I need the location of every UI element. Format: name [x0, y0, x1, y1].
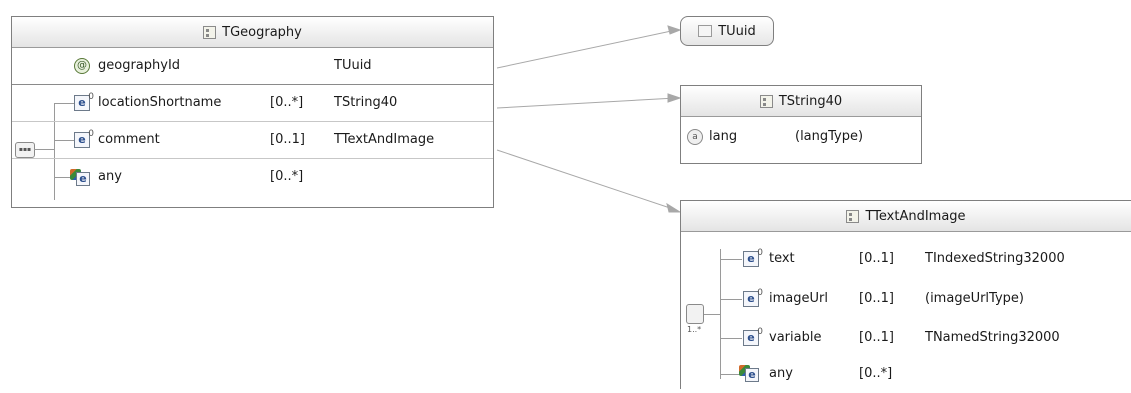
any-element-icon: e [70, 169, 90, 187]
text-type: TIndexedString32000 [925, 251, 1065, 266]
ttextandimage-header: TTextAndImage [681, 201, 1131, 232]
branch-line [720, 374, 740, 375]
sequence-icon: ▪▪▪ [15, 142, 35, 158]
locationshortname-cardinality: [0..*] [270, 95, 304, 110]
lang-label: lang [709, 129, 738, 144]
tgeography-title: TGeography [222, 24, 302, 40]
comment-type: TTextAndImage [334, 132, 435, 147]
any-label: any [769, 366, 793, 381]
connector-comment-ttextandimage [496, 149, 677, 211]
tstring40-row-lang[interactable]: a lang (langType) [681, 117, 921, 157]
branch-line [720, 259, 742, 260]
sequence-stub [34, 149, 54, 150]
choice-stub [704, 314, 720, 315]
branch-line [54, 177, 72, 178]
ttextandimage-title: TTextAndImage [865, 208, 966, 224]
comment-cardinality: [0..1] [270, 132, 305, 147]
any-cardinality: [0..*] [270, 169, 304, 184]
choice-trunk [720, 249, 721, 379]
connector-geographyid-tuuid [496, 29, 677, 69]
geographyid-type: TUuid [334, 58, 372, 73]
sequence-trunk [54, 103, 55, 200]
comment-label: comment [98, 132, 160, 147]
tgeography-header: TGeography [12, 17, 493, 48]
complex-type-icon [759, 94, 773, 108]
simple-type-icon [698, 25, 713, 37]
tgeography-key-row[interactable]: @ geographyId TUuid [12, 48, 493, 85]
complex-type-icon [846, 209, 860, 223]
tuuid-box[interactable]: TUuid [680, 16, 774, 46]
connector-arrow-tstring40 [667, 93, 682, 103]
locationshortname-type: TString40 [334, 95, 398, 110]
connector-arrow-tuuid [667, 25, 682, 35]
ttextandimage-row-any[interactable]: e any [0..*] [681, 357, 1131, 391]
geographyid-label: geographyId [98, 58, 181, 73]
choice-icon [686, 304, 704, 324]
attribute-icon: a [687, 129, 703, 145]
connector-arrow-ttextandimage [666, 202, 682, 213]
text-label: text [769, 251, 795, 266]
any-cardinality: [0..*] [859, 366, 893, 381]
tstring40-box[interactable]: TString40 a lang (langType) [680, 85, 922, 164]
branch-line [54, 103, 74, 104]
branch-line [720, 299, 742, 300]
any-label: any [98, 169, 122, 184]
variable-label: variable [769, 330, 822, 345]
tstring40-header: TString40 [681, 86, 921, 117]
tgeography-row-any[interactable]: e any [0..*] [12, 159, 493, 195]
choice-cardinality: 1..* [687, 325, 702, 334]
variable-cardinality: [0..1] [859, 330, 894, 345]
key-attribute-icon: @ [74, 58, 90, 74]
tuuid-title: TUuid [718, 23, 756, 39]
any-element-icon: e [739, 365, 759, 383]
branch-line [720, 338, 742, 339]
imageurl-type: (imageUrlType) [925, 291, 1024, 306]
text-cardinality: [0..1] [859, 251, 894, 266]
lang-type: (langType) [795, 129, 864, 144]
tstring40-title: TString40 [778, 93, 843, 109]
complex-type-icon [203, 25, 217, 39]
variable-type: TNamedString32000 [925, 330, 1060, 345]
locationshortname-label: locationShortname [98, 95, 222, 110]
imageurl-label: imageUrl [769, 291, 828, 306]
connector-locationshortname-tstring40 [496, 97, 677, 109]
branch-line [54, 140, 74, 141]
imageurl-cardinality: [0..1] [859, 291, 894, 306]
